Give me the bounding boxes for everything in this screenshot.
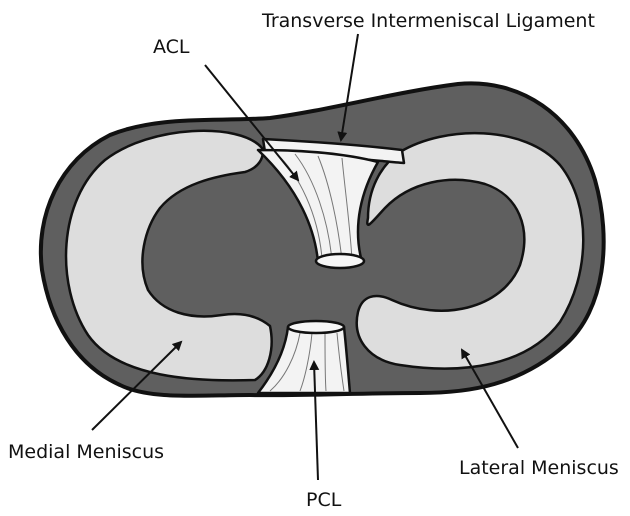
lateral-meniscus-label: Lateral Meniscus [459, 457, 619, 479]
acl-label: ACL [153, 36, 190, 58]
medial-meniscus-label: Medial Meniscus [8, 441, 164, 463]
transverse-label: Transverse Intermeniscal Ligament [261, 10, 595, 32]
pcl-femoral-attachment [288, 321, 344, 333]
pcl-label: PCL [306, 489, 342, 511]
acl-tibial-attachment [316, 254, 364, 268]
